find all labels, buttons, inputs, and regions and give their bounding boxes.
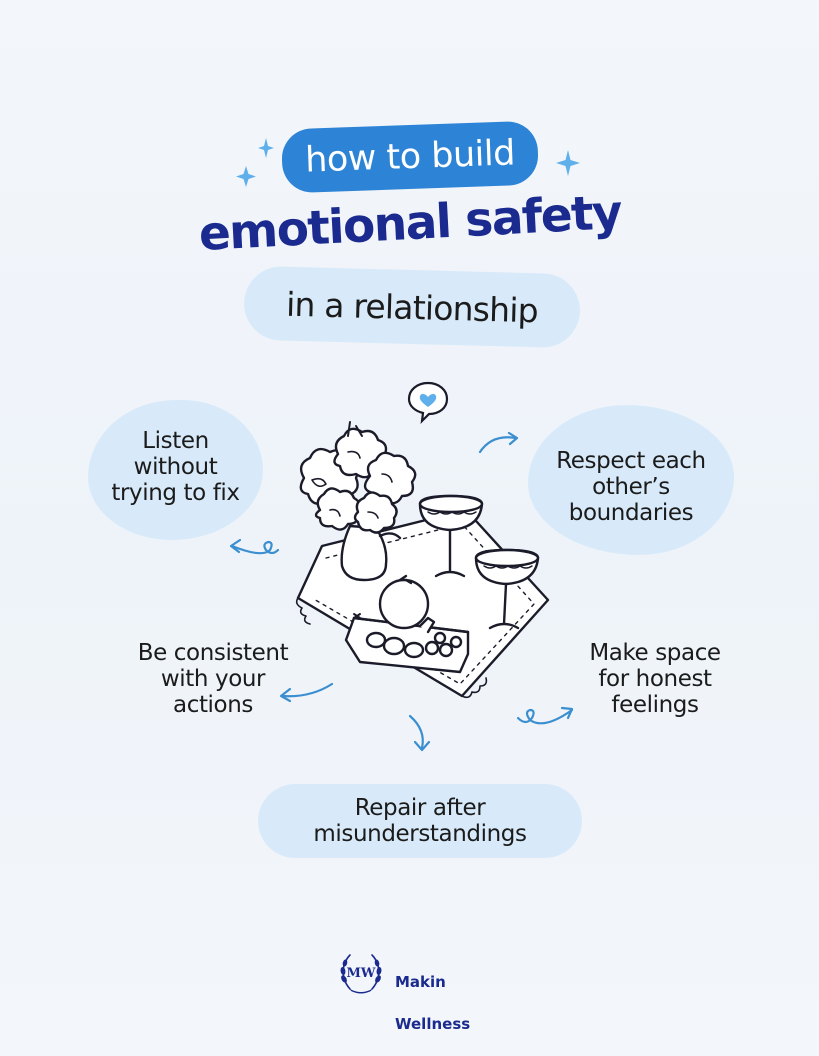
laurel-wreath-icon: MW: [340, 954, 382, 994]
brand-name-line1: Makin: [395, 973, 446, 991]
picnic-illustration: [295, 421, 550, 699]
tip-bubble-boundaries: [528, 405, 734, 555]
brand-name: Makin Wellness: [395, 951, 470, 1056]
brand-name-line2: Wellness: [395, 1015, 471, 1033]
tip-honest-feelings: Make space for honest feelings: [589, 640, 721, 718]
tip-consistent: Be consistent with your actions: [137, 640, 289, 718]
page-title: emotional safety: [197, 184, 623, 263]
tip-bubble-listen: [88, 400, 263, 540]
tip-repair: Repair after misunderstandings: [313, 795, 527, 847]
tip-bubble-repair: [258, 784, 582, 858]
sparkle-icon: [556, 150, 580, 176]
tip-listen: Listen without trying to fix: [111, 428, 240, 506]
curved-arrow-icon: [229, 538, 280, 555]
tip-boundaries: Respect each other’s boundaries: [556, 448, 706, 526]
curved-arrow-icon: [408, 714, 431, 752]
header-kicker: how to build: [304, 133, 516, 181]
header-kicker-pill: how to build: [280, 120, 540, 194]
header-subtitle-pill: in a relationship: [243, 265, 581, 349]
curved-arrow-icon: [516, 706, 574, 725]
header-subtitle: in a relationship: [285, 284, 539, 330]
heart-speech-bubble-icon: [407, 381, 449, 425]
brand-logo-letters: MW: [347, 966, 376, 981]
curved-arrow-icon: [279, 682, 334, 703]
sparkle-icon: [236, 138, 274, 187]
curved-arrow-icon: [478, 431, 519, 454]
